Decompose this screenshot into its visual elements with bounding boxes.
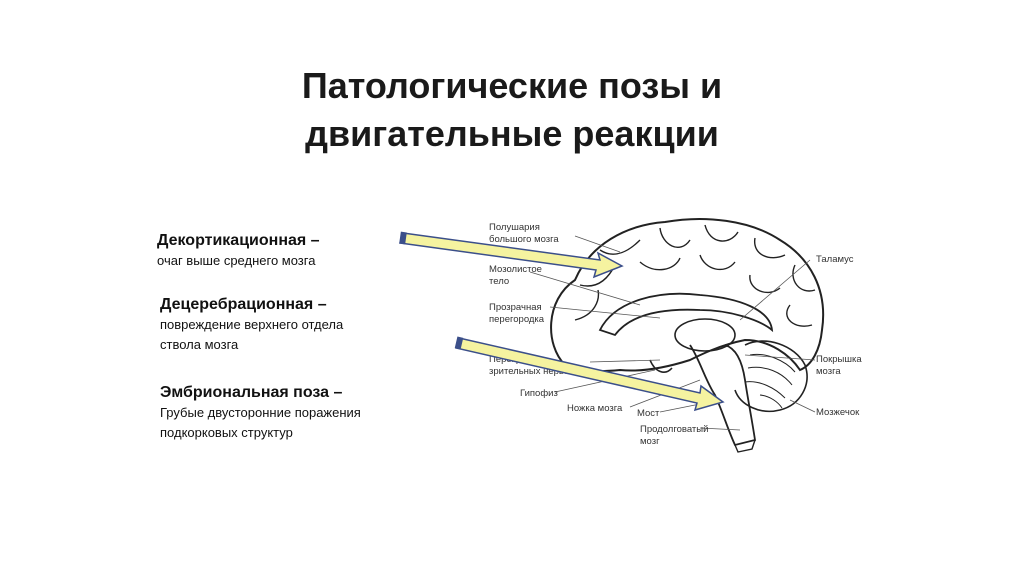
label-tectum-1: Покрышка: [816, 354, 862, 365]
corpus-callosum-shape: [598, 292, 774, 337]
label-cerebral-peduncle: Ножка мозга: [567, 403, 623, 414]
pointer-arrows: [399, 231, 725, 412]
label-corpus-callosum-1: Мозолистое: [489, 264, 542, 275]
title-line-1: Патологические позы и: [301, 65, 723, 106]
embryonic-heading: Эмбриональная поза –: [160, 384, 343, 401]
decerebration-block: Децеребрационная – повреждение верхнего …: [160, 295, 343, 355]
label-chiasm-2: зрительных нервов: [489, 366, 574, 377]
label-hemispheres-1: Полушария: [489, 222, 540, 233]
label-hemispheres-2: большого мозга: [489, 234, 559, 245]
label-septum-1: Прозрачная: [489, 302, 542, 313]
brainstem-shape: [689, 344, 757, 447]
brain-illustration: [550, 218, 825, 453]
label-septum-2: перегородка: [489, 314, 545, 325]
label-cerebellum: Мозжечок: [816, 407, 860, 418]
brain-outline: [550, 218, 825, 373]
diagram-labels: Полушария большого мозга Мозолистое тело…: [489, 222, 862, 447]
decortication-heading: Декортикационная –: [157, 232, 320, 249]
label-medulla-2: мозг: [640, 436, 660, 447]
cerebellum-shape: [734, 340, 808, 412]
arrow-decerebration: [454, 336, 725, 412]
decerebration-heading: Децеребрационная –: [160, 296, 327, 313]
arrow-decortication: [399, 231, 624, 279]
slide-title: Патологические позы и двигательные реакц…: [0, 62, 1024, 158]
decortication-description: очаг выше среднего мозга: [157, 253, 316, 268]
pituitary-shape: [649, 359, 673, 373]
thalamus-shape: [674, 318, 736, 352]
embryonic-description: Грубые двусторонние поражения подкорковы…: [160, 405, 361, 440]
label-pituitary: Гипофиз: [520, 388, 558, 399]
label-pons: Мост: [637, 408, 660, 419]
title-line-2: двигательные реакции: [305, 113, 719, 154]
label-thalamus: Таламус: [816, 254, 854, 265]
decerebration-description: повреждение верхнего отдела ствола мозга: [160, 317, 344, 352]
embryonic-block: Эмбриональная поза – Грубые двусторонние…: [160, 383, 361, 443]
label-medulla-1: Продолговатый: [640, 424, 708, 435]
label-tectum-2: мозга: [816, 366, 841, 377]
decortication-block: Декортикационная – очаг выше среднего мо…: [157, 231, 320, 271]
label-corpus-callosum-2: тело: [489, 276, 509, 287]
